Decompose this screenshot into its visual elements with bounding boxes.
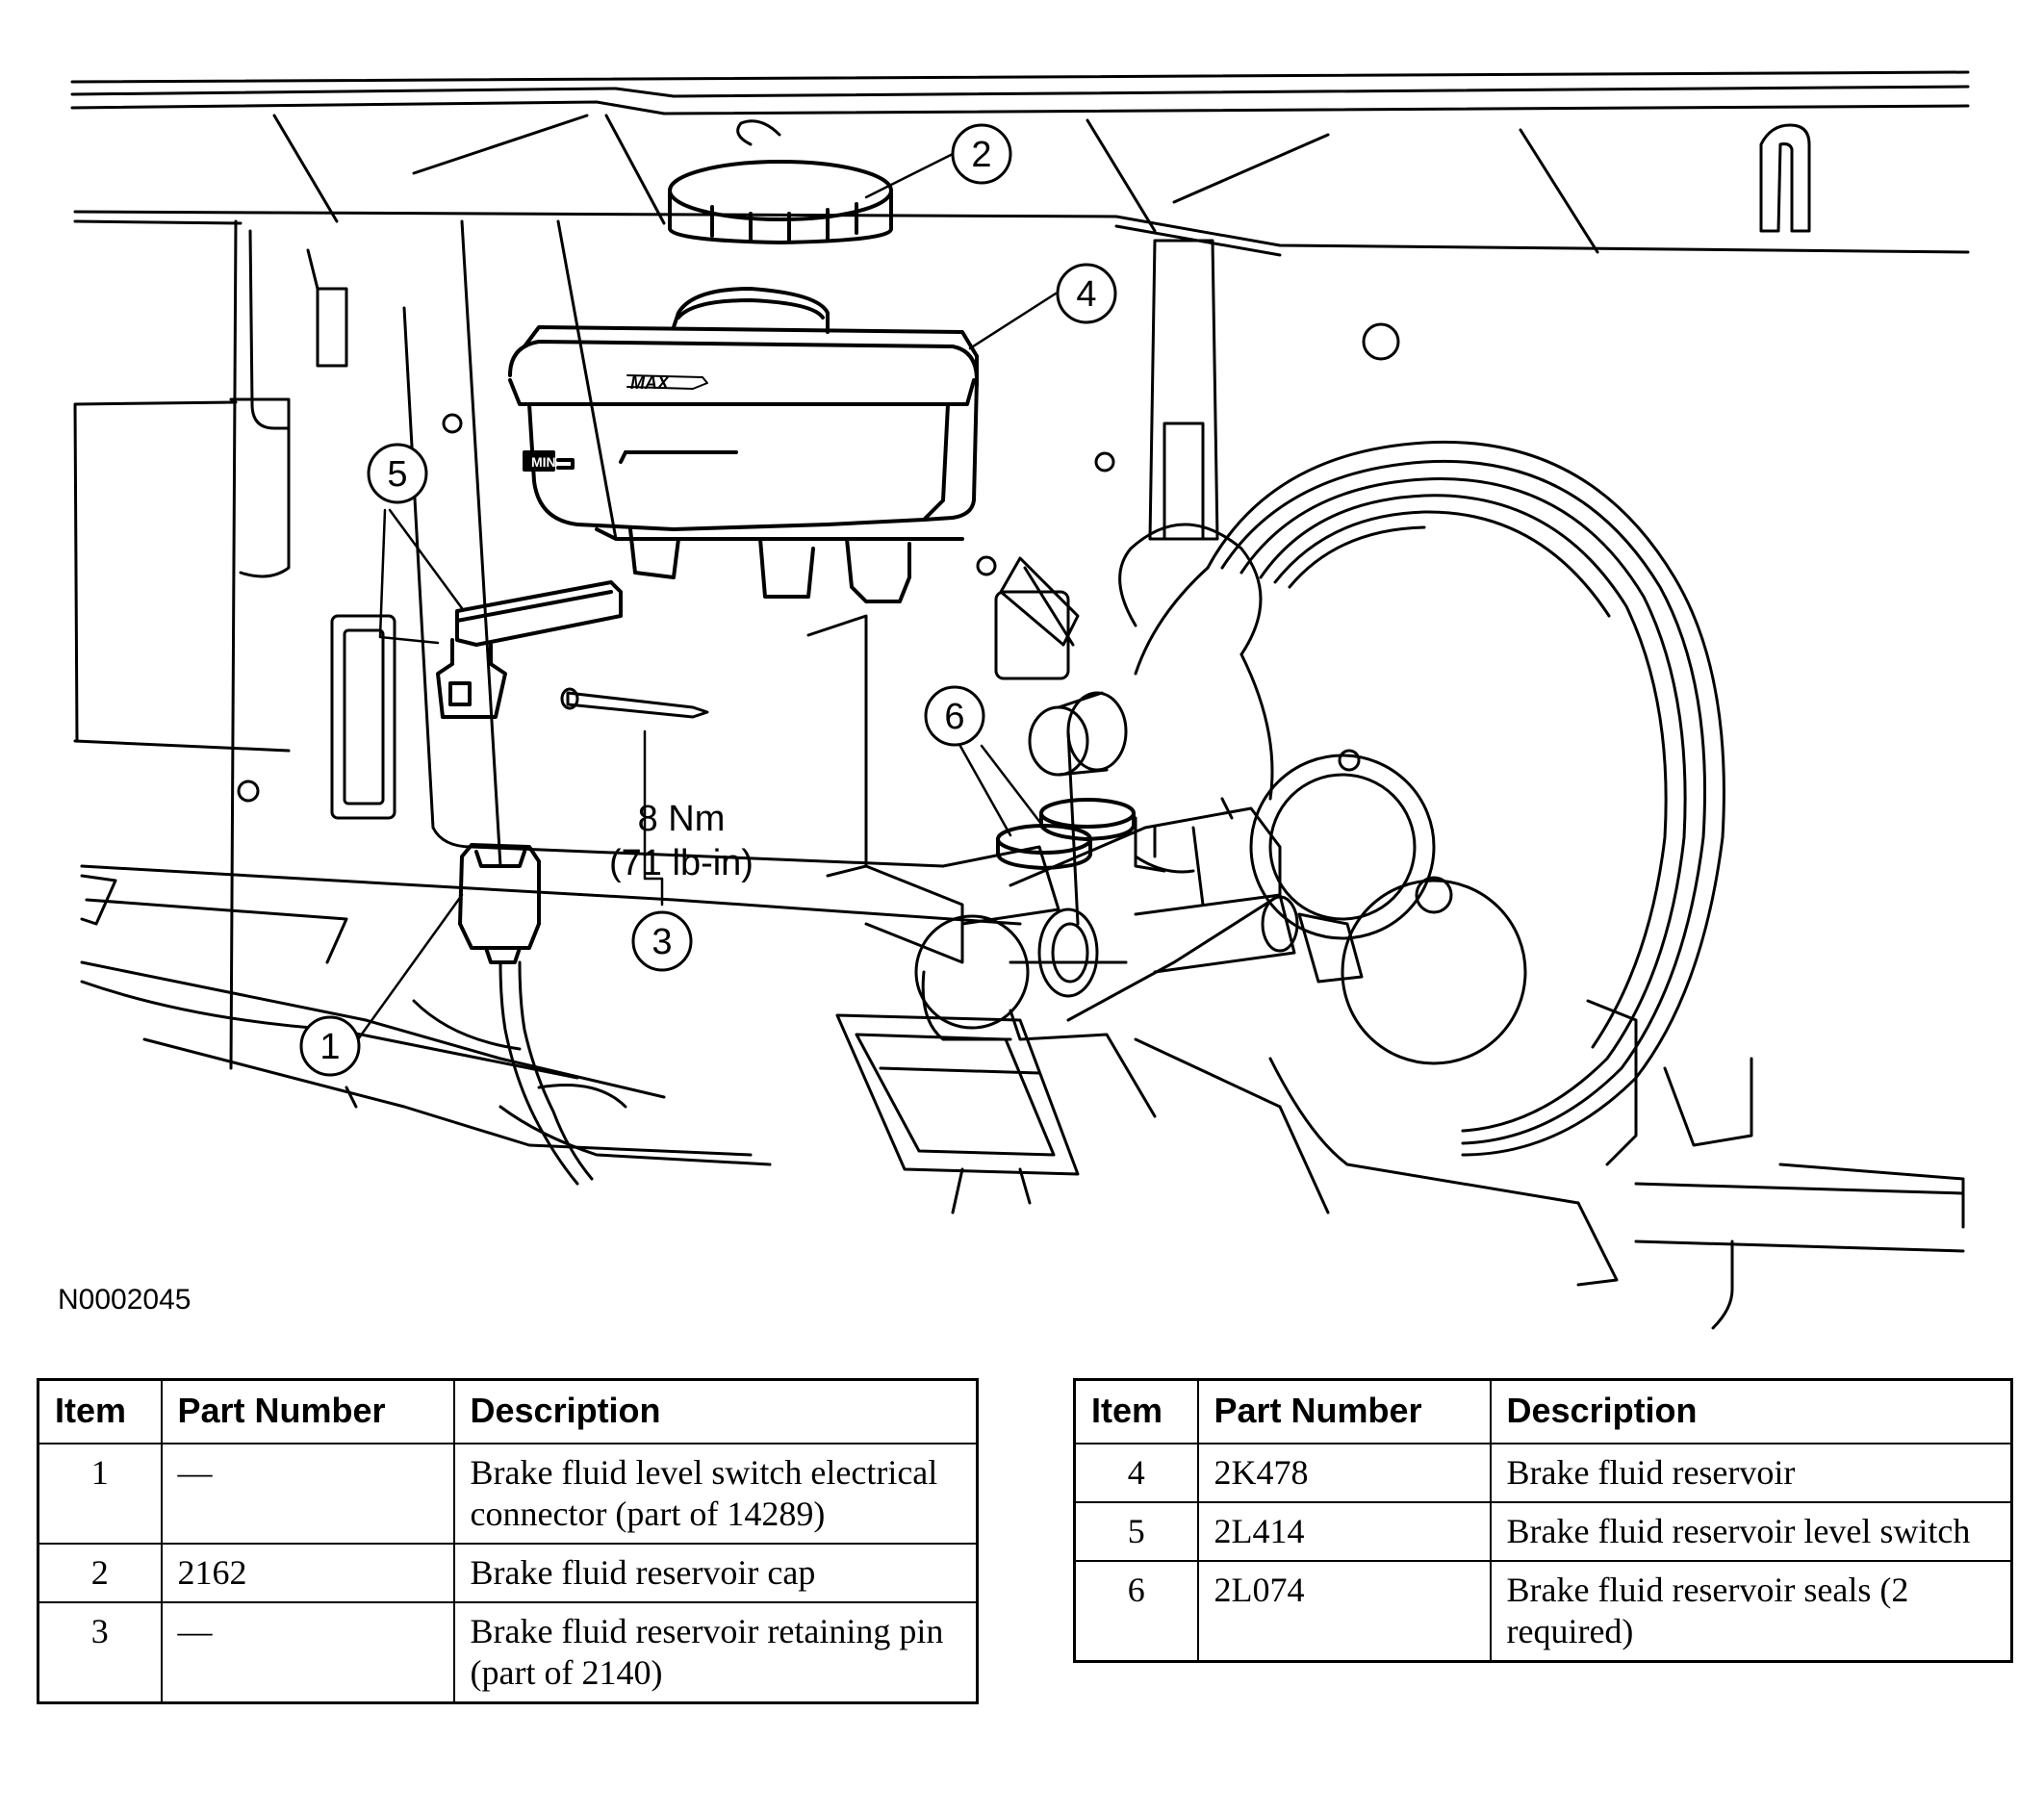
callout-6: 6 <box>924 685 985 747</box>
svg-text:2: 2 <box>971 135 991 175</box>
callout-3: 3 <box>631 910 693 972</box>
callouts: 1 2 3 4 5 6 <box>299 123 1117 1077</box>
table-row: 1 — Brake fluid level switch electrical … <box>37 1443 979 1545</box>
callout-2: 2 <box>951 123 1012 185</box>
cell-part-number: 2162 <box>160 1543 455 1603</box>
callout-1: 1 <box>299 1015 361 1077</box>
header-item: Item <box>1073 1378 1199 1444</box>
parts-table-right: Item Part Number Description 4 2K478 Bra… <box>1073 1378 2013 1663</box>
header-description: Description <box>1489 1378 2013 1444</box>
callout-5: 5 <box>367 443 428 504</box>
cell-item: 3 <box>37 1601 163 1704</box>
torque-spec: 8 Nm (71 lb-in) <box>585 797 778 885</box>
lower-panel <box>80 864 1330 1214</box>
cell-item: 6 <box>1073 1560 1199 1663</box>
svg-text:1: 1 <box>319 1027 340 1067</box>
header-part-number: Part Number <box>160 1378 455 1444</box>
cell-part-number: — <box>160 1443 455 1545</box>
figure-id: N0002045 <box>58 1284 192 1316</box>
parts-table-left: Item Part Number Description 1 — Brake f… <box>37 1378 979 1704</box>
table-header-row: Item Part Number Description <box>37 1378 979 1444</box>
header-item: Item <box>37 1378 163 1444</box>
leader-lines <box>356 152 1058 1041</box>
svg-text:5: 5 <box>387 454 407 495</box>
reservoir-cap <box>668 160 893 244</box>
cell-description: Brake fluid reservoir cap <box>452 1543 979 1603</box>
table-row: 4 2K478 Brake fluid reservoir <box>1073 1443 2013 1503</box>
cell-description: Brake fluid level switch electrical conn… <box>452 1443 979 1545</box>
table-header-row: Item Part Number Description <box>1073 1378 2013 1444</box>
cell-description: Brake fluid reservoir <box>1489 1443 2013 1503</box>
cell-item: 5 <box>1073 1501 1199 1562</box>
header-description: Description <box>452 1378 979 1444</box>
cell-item: 1 <box>37 1443 163 1545</box>
cell-part-number: 2L414 <box>1196 1501 1492 1562</box>
reservoir-seals <box>996 798 1136 870</box>
firewall-panel <box>73 219 1400 1070</box>
table-row: 6 2L074 Brake fluid reservoir seals (2 r… <box>1073 1560 2013 1663</box>
cell-item: 2 <box>37 1543 163 1603</box>
min-mark: MIN <box>531 454 556 470</box>
torque-imperial: (71 lb-in) <box>609 843 754 883</box>
cell-part-number: 2L074 <box>1196 1560 1492 1663</box>
table-row: 2 2162 Brake fluid reservoir cap <box>37 1543 979 1603</box>
cell-part-number: — <box>160 1601 455 1704</box>
cell-description: Brake fluid reservoir seals (2 required) <box>1489 1560 2013 1663</box>
cowl-panel <box>70 70 1970 257</box>
header-part-number: Part Number <box>1196 1378 1492 1444</box>
retaining-pin <box>560 687 709 719</box>
svg-text:3: 3 <box>652 922 672 962</box>
torque-metric: 8 Nm <box>637 799 726 839</box>
exploded-view-illustration: MAX MIN <box>70 70 1970 1330</box>
master-cylinder <box>914 556 1299 1118</box>
electrical-connector <box>458 843 594 1186</box>
svg-text:4: 4 <box>1076 274 1096 315</box>
brake-fluid-reservoir: MAX MIN <box>508 287 979 603</box>
cell-description: Brake fluid reservoir level switch <box>1489 1501 2013 1562</box>
table-row: 3 — Brake fluid reservoir retaining pin … <box>37 1601 979 1704</box>
brake-booster <box>1118 440 1965 1330</box>
level-switch <box>436 580 623 719</box>
cell-description: Brake fluid reservoir retaining pin (par… <box>452 1601 979 1704</box>
cell-part-number: 2K478 <box>1196 1443 1492 1503</box>
cell-item: 4 <box>1073 1443 1199 1503</box>
callout-4: 4 <box>1056 263 1117 324</box>
table-row: 5 2L414 Brake fluid reservoir level swit… <box>1073 1501 2013 1562</box>
svg-text:6: 6 <box>944 697 964 737</box>
max-mark: MAX <box>630 373 670 393</box>
